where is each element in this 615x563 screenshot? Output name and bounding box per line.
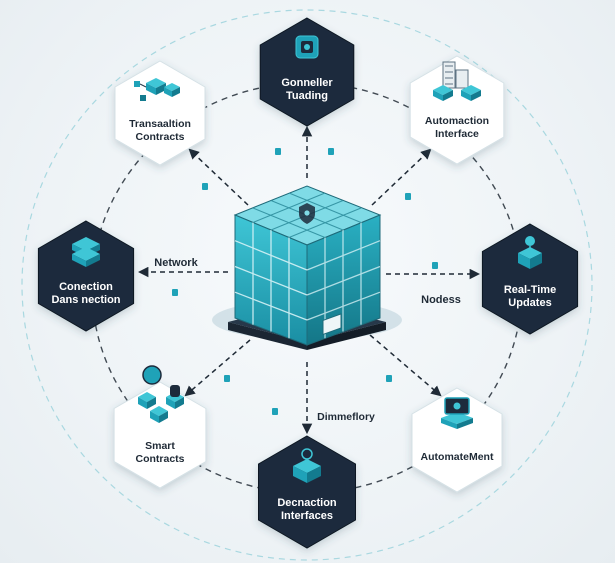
inbox-icon xyxy=(293,448,321,483)
connector-bottom-left xyxy=(184,339,251,397)
mini-block-icon xyxy=(224,375,230,382)
node-bottom-left-label: Contracts xyxy=(135,453,184,465)
mini-block-icon xyxy=(202,183,208,190)
network-blocks-icon xyxy=(134,78,180,101)
node-layer: GonnellerTuadingTransaaltionContractsAut… xyxy=(37,17,579,549)
monitor-base-left xyxy=(441,418,457,429)
cube-platform-edge xyxy=(228,322,307,350)
node-bottom-label: Decnaction xyxy=(277,497,337,509)
connector-bottom-right xyxy=(369,334,442,397)
node-bottom-right-hexagon xyxy=(411,387,503,493)
block-left xyxy=(164,87,172,97)
cluster-right xyxy=(147,397,156,409)
cluster-right xyxy=(159,411,168,423)
server-left xyxy=(72,254,86,267)
mini-block-icon xyxy=(328,148,334,155)
cube-grid-left xyxy=(234,222,308,339)
block-left xyxy=(146,83,156,95)
cluster-right xyxy=(175,397,184,409)
mini-block-icon xyxy=(272,408,278,415)
database-icon xyxy=(518,236,542,269)
node-left-hexagon xyxy=(37,220,135,332)
connector-top-right xyxy=(371,148,432,206)
outer-orbit-ring xyxy=(21,9,593,561)
mini-block-icon xyxy=(405,193,411,200)
central-blockchain-cube xyxy=(212,185,402,350)
cluster-left xyxy=(138,397,147,409)
node-right-hexagon xyxy=(481,223,579,335)
base-left xyxy=(461,90,471,101)
mini-block-icon xyxy=(172,289,178,296)
chip-icon xyxy=(295,35,319,59)
buildings-icon xyxy=(433,61,481,101)
connector-label-network: Network xyxy=(154,257,198,269)
mini-block-icon xyxy=(275,148,281,155)
block-right xyxy=(172,87,180,97)
node-right-label: Updates xyxy=(508,297,551,309)
node-top-label: Gonneller xyxy=(281,77,333,89)
node-bottom-left-label: Smart xyxy=(145,440,175,452)
node-bottom-hexagon xyxy=(258,435,356,549)
node-top-right-label: Automaction xyxy=(425,115,489,127)
cluster-left xyxy=(150,411,159,423)
node-top-right-hexagon xyxy=(409,55,505,165)
monitor-base-right xyxy=(457,418,473,429)
inbox-right xyxy=(307,466,321,483)
cluster-left xyxy=(166,397,175,409)
shield-icon xyxy=(299,203,315,224)
node-left-label: Dans nection xyxy=(51,294,120,306)
node-bottom-left-hexagon xyxy=(113,381,207,489)
cube-cluster-icon xyxy=(138,365,184,423)
node-bottom-right-label: AutomateMent xyxy=(421,451,494,463)
cube-platform-edge xyxy=(307,322,386,350)
base-left xyxy=(433,90,443,101)
node-left-label: Conection xyxy=(59,281,113,293)
node-top-left-label: Transaaltion xyxy=(129,118,191,130)
node-top-left-hexagon xyxy=(114,60,206,166)
node-bottom-right[interactable]: AutomateMent xyxy=(411,387,503,493)
cube-door xyxy=(322,313,342,336)
base-right xyxy=(443,90,453,101)
connectors xyxy=(137,125,481,435)
server-right xyxy=(86,254,100,267)
db-left xyxy=(518,253,530,269)
monitor-icon xyxy=(441,397,473,429)
node-top-hexagon xyxy=(259,17,355,127)
mini-block-icon xyxy=(386,375,392,382)
connector-decorations xyxy=(172,148,529,415)
node-bottom-label: Interfaces xyxy=(281,510,333,522)
node-top-right-label: Interface xyxy=(435,128,479,140)
db-right xyxy=(530,253,542,269)
mini-block-icon xyxy=(432,262,438,269)
base-right xyxy=(471,90,481,101)
node-right-label: Real-Time xyxy=(504,284,556,296)
inbox-left xyxy=(293,466,307,483)
connector-top-left xyxy=(188,148,249,206)
connector-label-nodes: Nodess xyxy=(421,294,461,306)
connector-label-timeline: Dimmeflory xyxy=(317,411,375,423)
server-stack-icon xyxy=(72,237,100,267)
node-top-left-label: Contracts xyxy=(135,131,184,143)
node-top-label: Tuading xyxy=(286,90,328,102)
block-right xyxy=(156,83,166,95)
